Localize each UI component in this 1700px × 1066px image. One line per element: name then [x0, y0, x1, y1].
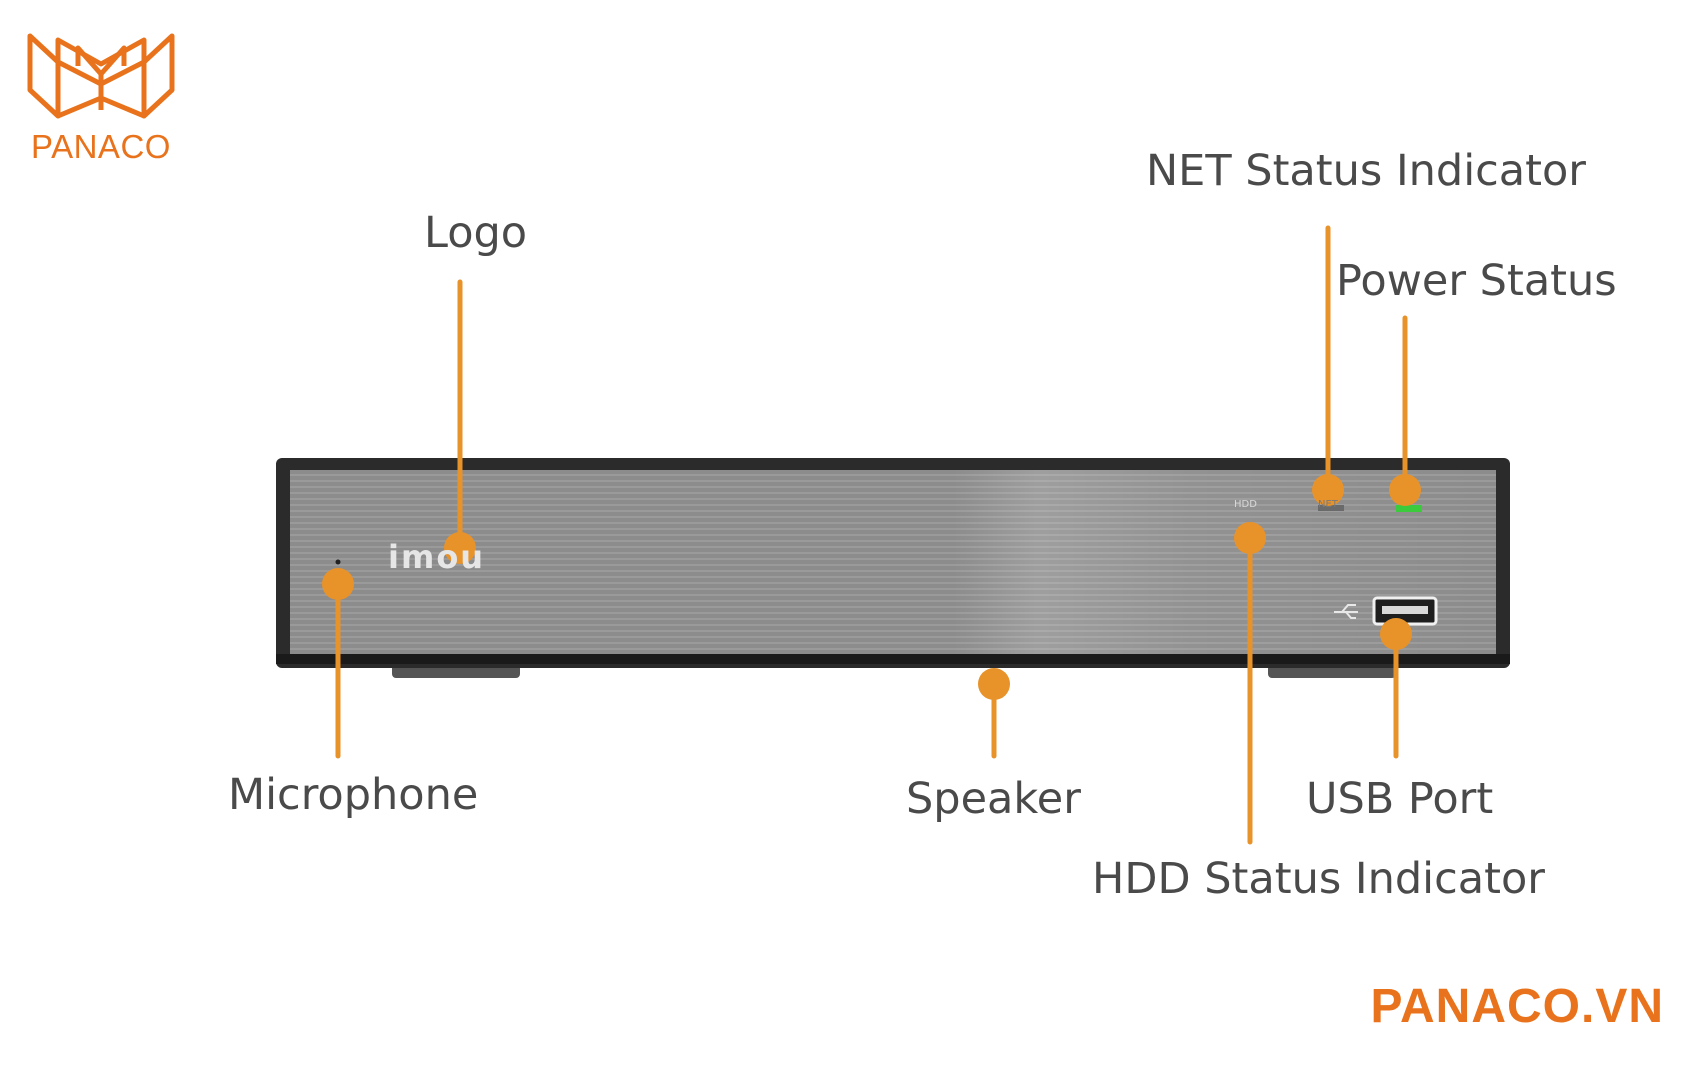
device-hdd-mark: HDD [1234, 499, 1257, 510]
callout-dot-hdd [1234, 522, 1266, 554]
label-net-status: NET Status Indicator [1146, 146, 1586, 196]
net-led [1318, 505, 1344, 511]
label-microphone: Microphone [228, 770, 479, 820]
callout-dot-usb [1380, 618, 1412, 650]
panaco-brand-logo: PANACO [26, 26, 186, 176]
callout-dot-speaker [978, 668, 1010, 700]
device-brand-mark: imou [388, 538, 486, 576]
power-led [1396, 505, 1422, 512]
usb-icon [1334, 604, 1358, 619]
label-logo: Logo [424, 208, 528, 258]
brand-logo-text: PANACO [31, 128, 171, 165]
label-hdd-status: HDD Status Indicator [1092, 854, 1545, 904]
label-power-status: Power Status [1336, 256, 1617, 306]
callout-dot-logo [444, 532, 476, 564]
callout-dot-net [1312, 474, 1344, 506]
device-net-mark: NET [1318, 499, 1338, 510]
footer-brand-text: PANACO.VN [1370, 980, 1664, 1033]
callout-dot-microphone [322, 568, 354, 600]
label-speaker: Speaker [906, 774, 1081, 824]
callout-dot-power [1389, 474, 1421, 506]
microphone-hole [335, 559, 341, 565]
open-book-icon [27, 33, 175, 119]
label-usb-port: USB Port [1306, 774, 1494, 824]
